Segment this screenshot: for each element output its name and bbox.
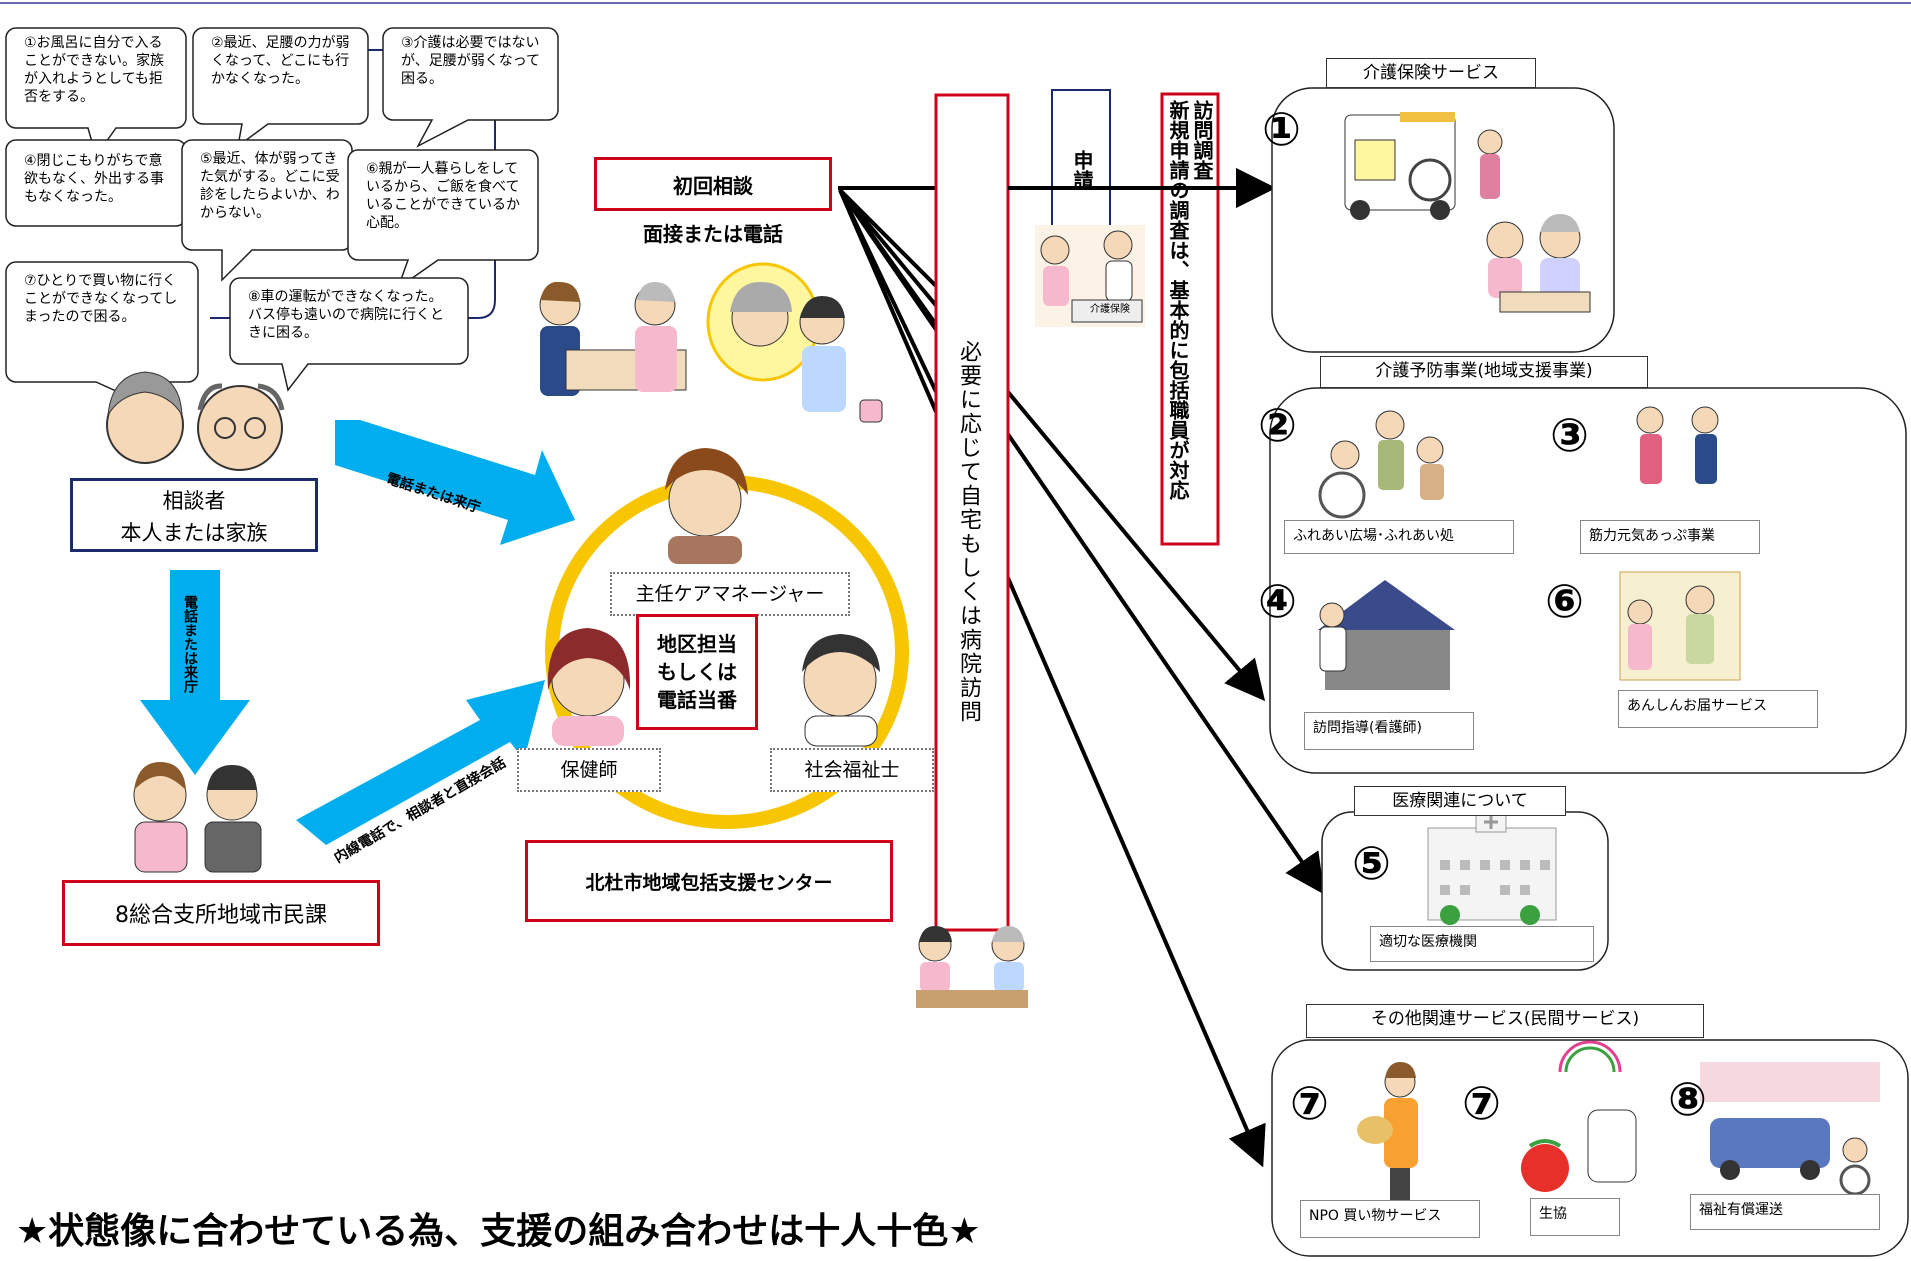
- bubble-3: ③介護は必要ではないが、足腰が弱くなって困る。: [401, 35, 541, 87]
- speech-bubbles: [5, 27, 559, 402]
- other-num-npo: ⑦: [1290, 1076, 1329, 1130]
- arrow-to-other: [838, 189, 1266, 1168]
- bubble-5: ⑤最近、体が弱ってきた気がする。どこに受診をしたらよいか、わからない。: [200, 151, 340, 221]
- care-insurance-illustration: [1344, 112, 1591, 313]
- branch-staff-illustration: [133, 762, 262, 873]
- other-label-coop: 生協: [1530, 1198, 1620, 1236]
- flow-arrows-hidden: [838, 188, 942, 401]
- branch-office-box: 8総合支所地域市民課: [62, 880, 380, 946]
- prevention-illustrations: [1318, 406, 1741, 690]
- arrow-internal: [296, 680, 545, 845]
- first-consult-box: 初回相談: [594, 157, 832, 211]
- other-services-title: その他関連サービス(民間サービス): [1306, 1004, 1704, 1038]
- bubble-7: ⑦ひとりで買い物に行くことができなくなってしまったので困る。: [24, 273, 178, 325]
- prevention-title: 介護予防事業(地域支援事業): [1320, 356, 1648, 388]
- prevention-num-6: ⑥: [1545, 574, 1584, 628]
- cyan-arrows: [140, 420, 575, 845]
- prevention-label-3: 筋力元気あっぷ事業: [1580, 520, 1760, 554]
- center-staff-illustration: [547, 448, 880, 747]
- prevention-num-2: ②: [1258, 398, 1297, 452]
- arrow-down: [140, 570, 250, 775]
- medical-title: 医療関連について: [1354, 786, 1566, 816]
- other-label-transport: 福祉有償運送: [1690, 1194, 1880, 1230]
- care-manager-label: 主任ケアマネージャー: [610, 572, 850, 616]
- first-consult-subtitle: 面接または電話: [643, 222, 783, 246]
- consult-scene-illustration: [539, 262, 883, 423]
- center-name-box: 北杜市地域包括支援センター: [525, 840, 893, 922]
- prevention-num-4: ④: [1258, 574, 1297, 628]
- visit-bar: [934, 93, 1010, 932]
- bubble-8: ⑧車の運転ができなくなった。バス停も遠いので病院に行くときに困る。: [248, 289, 444, 341]
- care-insurance-title: 介護保険サービス: [1326, 58, 1536, 88]
- district-box: 地区担当 もしくは 電話当番: [636, 614, 758, 730]
- prevention-num-3: ③: [1550, 408, 1589, 462]
- hospital-illustration: [1427, 811, 1557, 925]
- bubble-shape-6: [347, 149, 539, 290]
- bubble-shape-5: [181, 139, 353, 282]
- care-insurance-num: ①: [1262, 102, 1301, 156]
- survey-frame: [1160, 92, 1220, 546]
- arrow-down-label: 電話または来庁: [182, 595, 198, 693]
- other-num-coop: ⑦: [1462, 1076, 1501, 1130]
- bubble-shape-8: [229, 277, 469, 392]
- nurse-label: 保健師: [517, 748, 661, 792]
- other-services-illustrations: [1357, 1040, 1880, 1206]
- illustrations: [106, 112, 1880, 1206]
- bubble-2: ②最近、足腰の力が弱くなって、どこにも行かなくなった。: [211, 35, 350, 87]
- visit-note: 必要に応じて自宅もしくは病院訪問: [956, 340, 981, 724]
- medical-num: ⑤: [1352, 836, 1391, 890]
- bubble-shape-3: [382, 27, 559, 148]
- prevention-label-6: あんしんお届サービス: [1618, 690, 1818, 728]
- consulter-subtitle: 本人または家族: [120, 521, 268, 545]
- application-illustration: [1035, 225, 1145, 327]
- arrow-to-prevention: [838, 188, 1266, 702]
- arrow-to-medical: [838, 188, 1325, 895]
- application-label: 申請: [1070, 150, 1094, 190]
- bubble-1: ①お風呂に自分で入ることができない。家族が入れようとしても拒否をする。: [24, 35, 164, 105]
- visit-illustration: [916, 926, 1028, 1008]
- prevention-label-4: 訪問指導(看護師): [1304, 712, 1474, 750]
- social-worker-label: 社会福祉士: [770, 748, 934, 792]
- bubble-4: ④閉じこもりがちで意欲もなく、外出する事もなくなった。: [24, 153, 164, 205]
- flow-arrows: [838, 168, 1325, 1168]
- survey-note: 新規申請の調査は、基本的に包括職員が対応: [1166, 100, 1190, 500]
- consulter-box: 相談者 本人または家族: [70, 478, 318, 552]
- bubble-6: ⑥親が一人暮らしをしているから、ご飯を食べていることができているか心配。: [366, 161, 520, 231]
- other-label-npo: NPO 買い物サービス: [1300, 1200, 1480, 1238]
- prevention-label-2: ふれあい広場･ふれあい処: [1284, 520, 1514, 554]
- bubble-shape-2: [192, 27, 369, 148]
- medical-label: 適切な医療機関: [1370, 926, 1594, 962]
- consulter-illustration: [106, 371, 285, 471]
- consulter-title: 相談者: [162, 489, 226, 513]
- other-num-transport: ⑧: [1668, 1072, 1707, 1126]
- footer-note: ★状態像に合わせている為、支援の組み合わせは十人十色★: [16, 1211, 981, 1252]
- application-sign: 介護保険: [1090, 304, 1130, 315]
- survey-title: 訪問調査: [1190, 100, 1214, 180]
- arrow-to-center: [335, 420, 575, 545]
